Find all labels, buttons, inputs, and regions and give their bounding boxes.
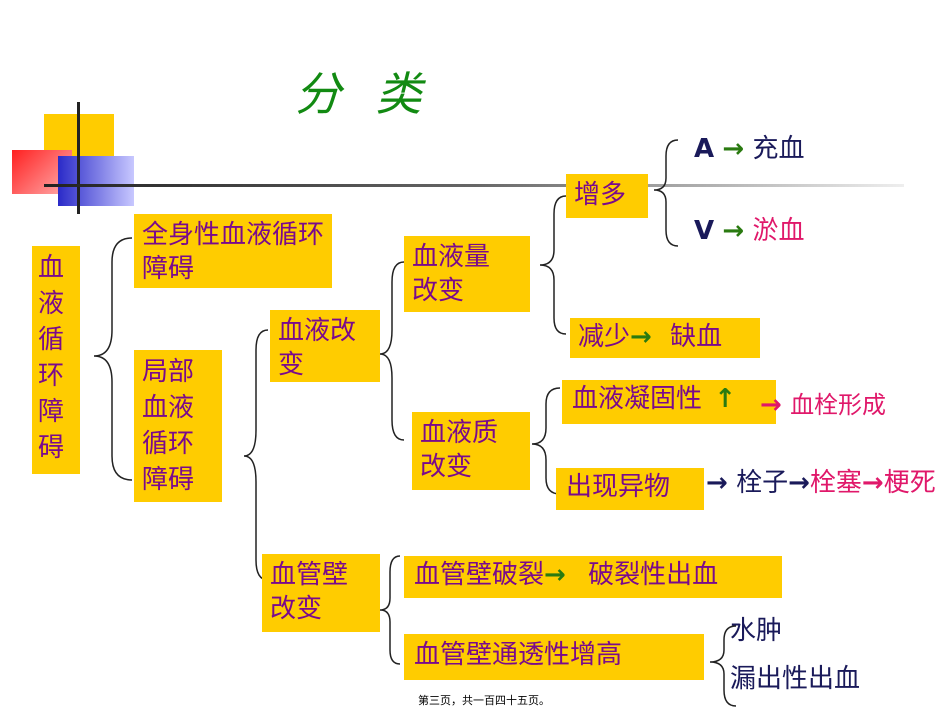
decor-horizontal-line: [44, 184, 904, 187]
blood-volume-box: 血液量改变: [404, 236, 530, 312]
foreign-matter-box: 出现异物: [556, 468, 704, 510]
arterial-hyperemia: A → 充血: [694, 134, 805, 164]
permeability-box: 血管壁通透性增高: [404, 634, 704, 680]
page-footer: 第三页，共一百四十五页。: [418, 694, 550, 707]
vessel-change-box: 血管壁改变: [262, 554, 380, 632]
decrease-box: 减少→ 缺血: [570, 318, 760, 358]
decor-blue-square: [58, 156, 134, 206]
increase-box: 增多: [566, 174, 648, 218]
blood-change-box: 血液改变: [270, 310, 380, 382]
venous-congestion: V → 淤血: [694, 216, 805, 246]
root-box: 血液循环障碍: [32, 246, 80, 474]
vessel-rupture-box: 血管壁破裂→ 破裂性出血: [404, 556, 782, 598]
edema-text: 水肿: [730, 616, 783, 646]
leak-hemorrhage-text: 漏出性出血: [730, 664, 861, 694]
local-box: 局部血液循环障碍: [134, 350, 222, 502]
embolism-chain: → 栓子→栓塞→梗死: [706, 468, 936, 498]
page-title: 分 类: [295, 67, 432, 121]
systemic-box: 全身性血液循环障碍: [134, 214, 332, 288]
thrombosis-result: → 血栓形成: [760, 390, 887, 420]
coagulability-box: 血液凝固性 ↑: [562, 380, 776, 424]
decor-vertical-line: [77, 102, 80, 214]
blood-quality-box: 血液质改变: [412, 412, 530, 490]
